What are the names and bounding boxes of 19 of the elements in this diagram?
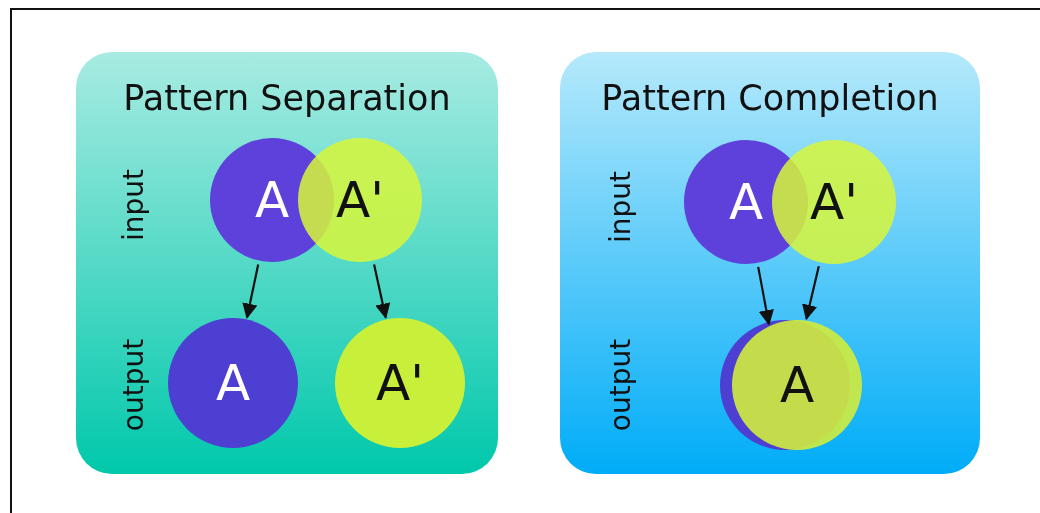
row-label: output — [603, 338, 637, 432]
panel-title: Pattern Completion — [600, 78, 940, 118]
pattern-letter: A — [215, 354, 251, 412]
panel-title: Pattern Separation — [122, 78, 452, 118]
panel — [76, 52, 498, 474]
row-label: input — [603, 171, 637, 243]
arrow — [757, 266, 774, 326]
row-label: output — [116, 338, 150, 432]
pattern-letter: A — [254, 171, 290, 229]
pattern-letter: A — [779, 356, 815, 414]
pattern-letter: A — [728, 173, 764, 231]
arrow — [242, 264, 260, 319]
pattern-letter: A' — [336, 171, 384, 229]
pattern-letter: A' — [810, 173, 858, 231]
arrow — [802, 265, 820, 321]
row-label: input — [116, 169, 150, 241]
pattern-letter: A' — [376, 354, 424, 412]
panel — [560, 52, 980, 474]
arrow — [373, 264, 391, 319]
